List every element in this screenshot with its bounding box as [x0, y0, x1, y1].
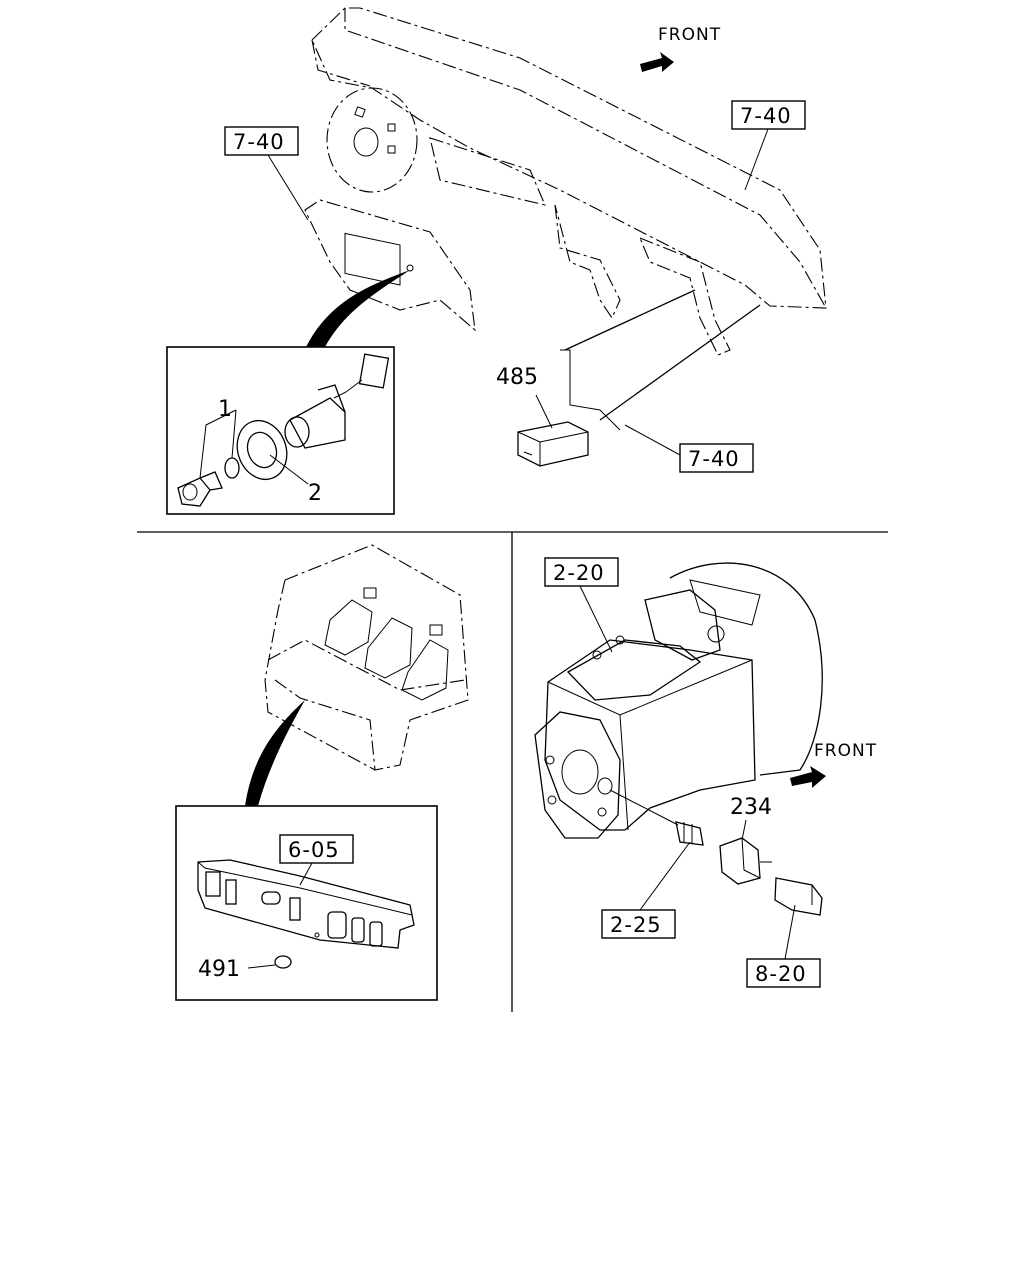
dashboard-assembly — [304, 7, 827, 467]
ref-relay: 7-40 — [679, 443, 754, 473]
front-label-top: FRONT — [658, 25, 721, 45]
callout-2: 2 — [308, 481, 322, 506]
ref-cab-panel: 6-05 — [288, 838, 340, 862]
ref-switch-adapter: 2-25 — [601, 841, 691, 939]
detail-pointer — [306, 270, 410, 347]
lighter-detail-box: 1 2 — [166, 270, 410, 515]
callout-485: 485 — [496, 365, 538, 390]
front-arrow-top: FRONT — [640, 25, 721, 72]
cab-assembly — [245, 544, 469, 806]
ref-dash-left: 7-40 — [224, 126, 309, 221]
callout-234: 234 — [730, 795, 772, 820]
ref-transmission: 2-20 — [544, 557, 619, 653]
section-dividers — [137, 531, 888, 1012]
svg-text:7-40: 7-40 — [233, 130, 285, 154]
svg-text:2-20: 2-20 — [553, 561, 605, 585]
transmission-assembly — [534, 562, 823, 916]
svg-text:2-25: 2-25 — [610, 913, 662, 937]
callout-491: 491 — [198, 957, 240, 982]
ref-dash-right: 7-40 — [731, 100, 806, 191]
arrow-icon — [790, 766, 826, 788]
panel-detail-box: 491 6-05 — [175, 805, 438, 1001]
svg-text:7-40: 7-40 — [740, 104, 792, 128]
svg-text:8-20: 8-20 — [755, 962, 807, 986]
front-arrow-bottom: FRONT — [790, 741, 877, 788]
cab-pointer — [245, 700, 305, 806]
front-label-bottom: FRONT — [814, 741, 877, 761]
ref-harness: 8-20 — [746, 904, 821, 988]
arrow-icon — [640, 52, 674, 72]
callout-1: 1 — [218, 397, 232, 422]
svg-text:7-40: 7-40 — [688, 447, 740, 471]
relay-485 — [517, 421, 589, 467]
